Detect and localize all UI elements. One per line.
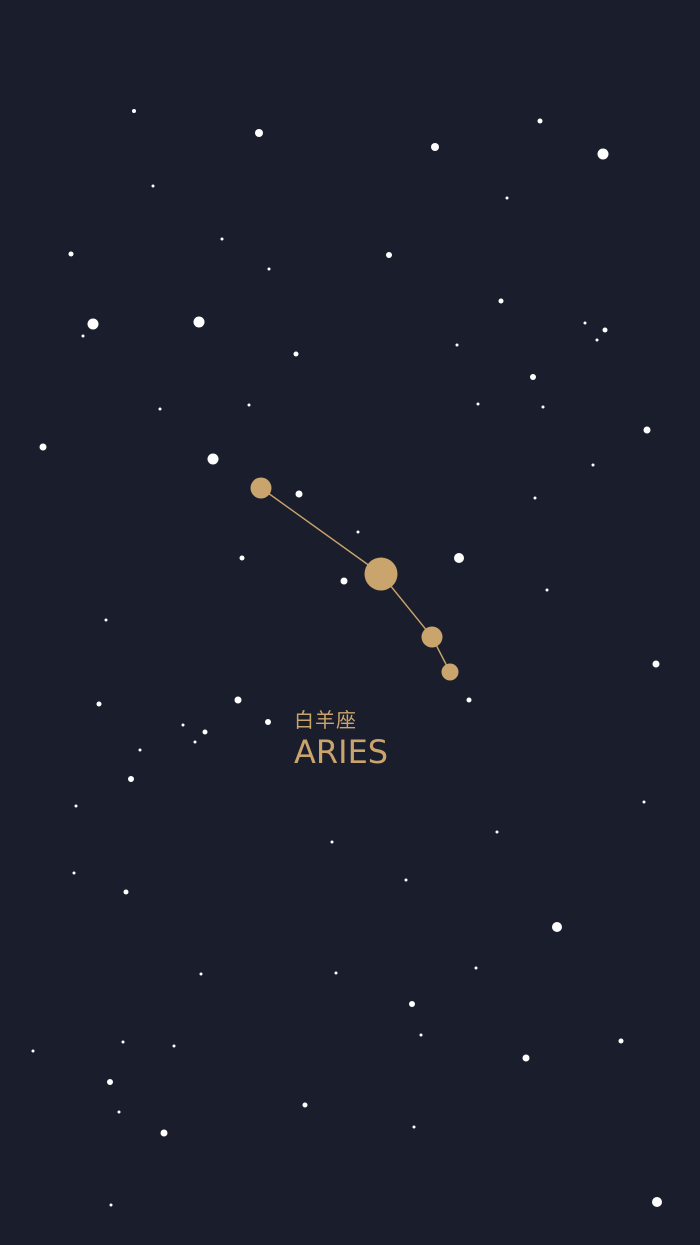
- background-star: [591, 463, 595, 467]
- background-star: [522, 1054, 530, 1062]
- background-star: [537, 118, 543, 124]
- background-star: [160, 1129, 168, 1137]
- constellation-title: 白羊座 ARIES: [294, 707, 454, 770]
- background-star: [583, 321, 587, 325]
- background-star: [247, 403, 251, 407]
- background-star: [597, 148, 609, 160]
- background-star: [193, 316, 205, 328]
- background-star: [652, 1197, 662, 1207]
- background-star: [74, 804, 78, 808]
- background-star: [404, 878, 408, 882]
- background-star: [334, 971, 338, 975]
- background-star: [234, 696, 242, 704]
- background-star: [302, 1102, 308, 1108]
- background-star: [72, 871, 76, 875]
- background-star: [193, 740, 197, 744]
- background-star: [39, 443, 47, 451]
- background-star: [117, 1110, 121, 1114]
- background-star: [199, 972, 203, 976]
- background-star: [476, 402, 480, 406]
- background-star: [431, 143, 439, 151]
- background-star: [109, 1203, 113, 1207]
- background-star: [151, 184, 155, 188]
- background-star: [652, 660, 660, 668]
- background-stars: [31, 109, 662, 1207]
- background-star: [530, 374, 536, 380]
- background-star: [138, 748, 142, 752]
- background-star: [123, 889, 129, 895]
- background-star: [498, 298, 504, 304]
- background-star: [356, 530, 360, 534]
- background-star: [181, 723, 185, 727]
- background-star: [220, 237, 224, 241]
- background-star: [643, 426, 651, 434]
- constellation-name-english: ARIES: [294, 733, 389, 771]
- background-star: [505, 196, 509, 200]
- background-star: [495, 830, 499, 834]
- background-star: [642, 800, 646, 804]
- background-star: [602, 327, 608, 333]
- background-star: [239, 555, 245, 561]
- background-star: [386, 252, 392, 258]
- background-star: [455, 343, 459, 347]
- background-star: [618, 1038, 624, 1044]
- background-star: [409, 1001, 415, 1007]
- background-star: [474, 966, 478, 970]
- constellation-star: [364, 557, 398, 591]
- background-star: [31, 1049, 35, 1053]
- background-star: [202, 729, 208, 735]
- constellation-star: [421, 626, 443, 648]
- background-star: [330, 840, 334, 844]
- background-star: [533, 496, 537, 500]
- background-star: [340, 577, 348, 585]
- background-star: [419, 1033, 423, 1037]
- background-star: [207, 453, 219, 465]
- background-star: [107, 1079, 113, 1085]
- background-star: [545, 588, 549, 592]
- background-star: [541, 405, 545, 409]
- constellation-star: [441, 663, 459, 681]
- background-star: [267, 267, 271, 271]
- background-star: [295, 490, 303, 498]
- background-star: [552, 922, 562, 932]
- background-star: [128, 776, 134, 782]
- background-star: [121, 1040, 125, 1044]
- background-star: [466, 697, 472, 703]
- constellation-name-chinese: 白羊座: [294, 708, 357, 732]
- background-star: [96, 701, 102, 707]
- background-star: [81, 334, 85, 338]
- background-star: [132, 109, 136, 113]
- background-star: [68, 251, 74, 257]
- background-star: [104, 618, 108, 622]
- background-star: [454, 553, 464, 563]
- constellation-star: [250, 477, 272, 499]
- aries-constellation: [250, 477, 459, 681]
- background-star: [265, 719, 271, 725]
- background-star: [87, 318, 99, 330]
- background-star: [412, 1125, 416, 1129]
- background-star: [172, 1044, 176, 1048]
- background-star: [158, 407, 162, 411]
- background-star: [595, 338, 599, 342]
- background-star: [293, 351, 299, 357]
- constellation-line: [260, 487, 382, 575]
- background-star: [255, 129, 263, 137]
